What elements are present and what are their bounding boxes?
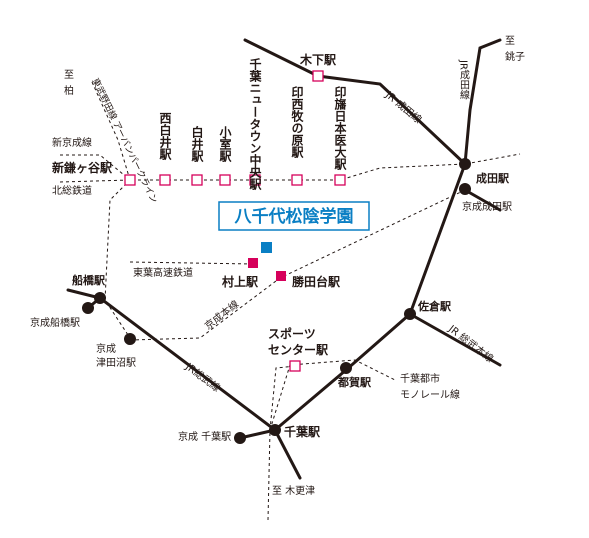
shin-keisei-line bbox=[60, 154, 131, 339]
label-keisei-narita: 京成成田駅 bbox=[462, 200, 512, 213]
label-jr-narita: JR 成田線 bbox=[382, 88, 424, 126]
toyo-line bbox=[129, 261, 254, 265]
label-keisei-tsudanuma-2: 津田沼駅 bbox=[96, 356, 136, 369]
label-shin-keisei: 新京成線 bbox=[52, 136, 92, 149]
station-narita-marker bbox=[459, 158, 471, 170]
destination-box bbox=[218, 201, 370, 231]
jr-sobu-line bbox=[66, 288, 302, 480]
label-komuro: 小室駅 bbox=[218, 125, 232, 163]
label-keisei-funabashi: 京成船橋駅 bbox=[30, 316, 80, 329]
jr-sobu-main-line bbox=[408, 312, 502, 367]
label-keisei-main: 京成本線 bbox=[202, 297, 242, 332]
label-tsuga: 都賀駅 bbox=[337, 375, 371, 389]
station-nishi-shiroi-marker bbox=[159, 174, 171, 186]
label-murakami: 村上駅 bbox=[222, 274, 259, 289]
label-katsutadai: 勝田台駅 bbox=[292, 274, 341, 289]
hokuso-line bbox=[59, 153, 521, 183]
station-komuro-marker bbox=[219, 174, 231, 186]
station-katsutadai-marker bbox=[276, 271, 286, 281]
jr-narita-line bbox=[243, 38, 467, 166]
station-chiba-nt-chuo-marker bbox=[249, 174, 261, 186]
label-shin-kamagaya: 新鎌ヶ谷駅 bbox=[52, 160, 113, 175]
label-toyo: 東葉高速鉄道 bbox=[133, 266, 193, 279]
label-keisei-chiba: 京成 千葉駅 bbox=[178, 430, 231, 443]
station-inzai-makinohara-marker bbox=[291, 174, 303, 186]
label-chiba-nt-chuo: 千葉ニュータウン中央駅 bbox=[248, 57, 262, 191]
station-funabashi-marker bbox=[94, 292, 106, 304]
label-jr-narita-vertical: JR成田線 bbox=[458, 59, 470, 100]
label-shiroi: 白井駅 bbox=[190, 125, 204, 163]
label-inba-nihon-idai: 印旛日本医大駅 bbox=[333, 86, 347, 171]
station-keisei-funabashi-marker bbox=[82, 302, 94, 314]
label-nishi-shiroi: 西白井駅 bbox=[158, 112, 172, 161]
label-jr-sobu: JR総武線 bbox=[182, 359, 222, 394]
station-chiba-marker bbox=[269, 424, 281, 436]
station-kioroshi-marker bbox=[312, 70, 324, 82]
station-murakami-marker bbox=[248, 258, 258, 268]
label-monorail-1: 千葉都市 bbox=[400, 372, 440, 385]
label-chiba: 千葉駅 bbox=[284, 424, 321, 439]
label-inzai-makinohara: 印西牧の原駅 bbox=[290, 86, 304, 159]
to-choshi-to: 至 bbox=[505, 35, 515, 47]
to-kashiwa-to: 至 bbox=[64, 69, 74, 81]
keisei-narita-line bbox=[463, 188, 502, 212]
station-keisei-narita-marker bbox=[459, 183, 471, 195]
to-kashiwa-name: 柏 bbox=[64, 84, 74, 97]
station-sakura-marker bbox=[404, 308, 416, 320]
station-tsuga-marker bbox=[340, 362, 352, 374]
label-sports-center-2: センター駅 bbox=[268, 343, 329, 357]
station-sports-center-marker bbox=[289, 360, 301, 372]
label-kioroshi: 木下駅 bbox=[299, 52, 337, 67]
label-jr-sobu-main: JR 総武本線 bbox=[445, 322, 496, 366]
to-kisarazu: 至 木更津 bbox=[272, 485, 315, 497]
station-keisei-chiba-marker bbox=[234, 432, 246, 444]
station-keisei-tsudanuma-marker bbox=[124, 333, 136, 345]
station-shin-kamagaya-marker bbox=[124, 174, 136, 186]
label-keisei-tsudanuma-1: 京成 bbox=[96, 342, 116, 355]
destination-label: 八千代松陰学園 bbox=[235, 206, 354, 227]
label-sports-center-1: スポーツ bbox=[268, 326, 316, 341]
label-sakura: 佐倉駅 bbox=[417, 299, 451, 313]
station-shiroi-marker bbox=[191, 174, 203, 186]
jr-narita-sakura-line bbox=[408, 162, 467, 316]
label-monorail-2: モノレール線 bbox=[400, 388, 460, 401]
to-choshi-name: 銚子 bbox=[505, 50, 525, 63]
label-funabashi: 船橋駅 bbox=[72, 273, 105, 287]
keisei-main-line bbox=[129, 189, 466, 341]
label-hokuso: 北総鉄道 bbox=[52, 184, 92, 197]
label-narita: 成田駅 bbox=[476, 171, 509, 185]
school-marker bbox=[261, 242, 272, 253]
jr-narita-choshi-line bbox=[463, 38, 502, 166]
tobu-noda-line bbox=[91, 81, 131, 181]
monorail-branch bbox=[269, 365, 297, 431]
station-inba-nihon-idai-marker bbox=[334, 174, 346, 186]
